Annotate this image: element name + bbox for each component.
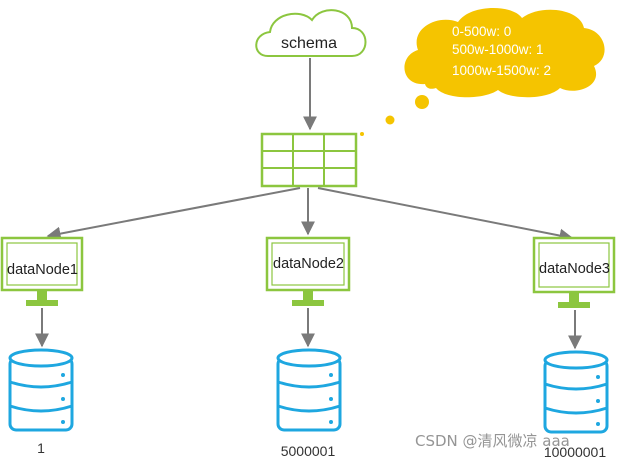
database-icon bbox=[276, 348, 342, 432]
db-start-id-2: 5000001 bbox=[281, 443, 336, 459]
routing-rules-cloud-shape bbox=[404, 7, 605, 98]
thought-bubble-small bbox=[360, 132, 364, 136]
schema-cloud: schema bbox=[255, 9, 367, 57]
routing-table-icon bbox=[260, 132, 358, 188]
arrow-table-to-node3 bbox=[317, 187, 574, 243]
db-start-id-3: 10000001 bbox=[544, 444, 607, 460]
monitor-icon bbox=[532, 236, 616, 294]
db-start-id-1: 1 bbox=[37, 440, 45, 456]
watermark: CSDN @清风微凉 aaa bbox=[415, 432, 570, 450]
database-icon bbox=[543, 350, 609, 434]
data-node-1: dataNode1 bbox=[0, 236, 84, 306]
data-node-3: dataNode3 bbox=[532, 236, 616, 308]
data-node-label: dataNode2 bbox=[273, 256, 344, 272]
routing-rule-2: 500w-1000w: 1 bbox=[452, 42, 544, 57]
routing-rule-3: 1000w-1500w: 2 bbox=[452, 63, 551, 78]
schema-label: schema bbox=[281, 35, 337, 52]
thought-bubble-large bbox=[415, 95, 429, 109]
data-node-2: dataNode2 bbox=[265, 236, 351, 306]
data-node-label: dataNode1 bbox=[7, 262, 78, 278]
database-icon bbox=[8, 348, 74, 432]
schema-cloud-shape bbox=[255, 9, 367, 57]
monitor-icon bbox=[0, 236, 84, 292]
routing-rule-1: 0-500w: 0 bbox=[452, 24, 511, 39]
data-node-label: dataNode3 bbox=[539, 261, 610, 277]
arrow-table-to-node1 bbox=[46, 187, 301, 241]
thought-bubble-medium bbox=[385, 115, 395, 125]
routing-rules-cloud: 0-500w: 0 500w-1000w: 1 1000w-1500w: 2 bbox=[360, 7, 605, 136]
